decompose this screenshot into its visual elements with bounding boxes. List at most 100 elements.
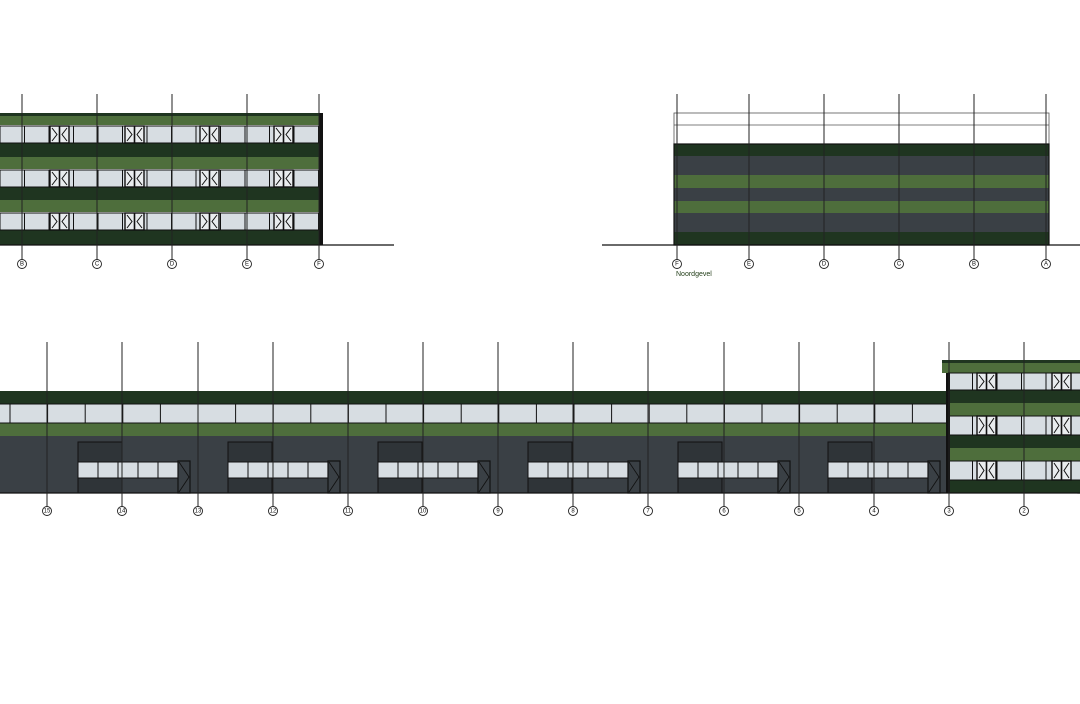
grid-label: B bbox=[972, 261, 976, 267]
door-swing bbox=[126, 171, 133, 186]
grid-bubble bbox=[643, 506, 653, 516]
spandrel-dark bbox=[0, 187, 323, 200]
wall-band-charcoal bbox=[674, 156, 1049, 175]
door-swing bbox=[211, 127, 218, 142]
grid-label: 11 bbox=[345, 508, 352, 514]
door-swing bbox=[126, 127, 133, 142]
window-mullions bbox=[0, 125, 320, 231]
door-swing bbox=[201, 127, 208, 142]
grid-bubble bbox=[568, 506, 578, 516]
door-swing bbox=[136, 127, 143, 142]
spandrel-green bbox=[948, 403, 1080, 416]
grid-label: 9 bbox=[496, 508, 500, 514]
door-swing bbox=[275, 171, 282, 186]
door-swing bbox=[51, 214, 58, 229]
grid-bubble bbox=[944, 506, 954, 516]
grid-label: D bbox=[822, 261, 827, 267]
grid-bubble bbox=[794, 506, 804, 516]
grid-bubble bbox=[343, 506, 353, 516]
door-swing bbox=[978, 374, 985, 389]
window-strip bbox=[0, 213, 323, 230]
grid-bubble bbox=[672, 259, 682, 269]
door-swing bbox=[136, 214, 143, 229]
grid-label: C bbox=[897, 261, 902, 267]
door-swing bbox=[285, 127, 292, 142]
door-swing bbox=[211, 214, 218, 229]
grid-bubble bbox=[894, 259, 904, 269]
door-swing bbox=[178, 461, 190, 493]
grid-label: 7 bbox=[646, 508, 650, 514]
door-swing bbox=[61, 214, 68, 229]
wall-band-green bbox=[674, 175, 1049, 188]
door-swing bbox=[628, 461, 640, 493]
door-swing bbox=[928, 461, 940, 493]
grid-label: 5 bbox=[797, 508, 801, 514]
grid-bubble bbox=[167, 259, 177, 269]
entrance-door bbox=[477, 460, 491, 494]
grid-label: C bbox=[95, 261, 100, 267]
clerestory-window-strip bbox=[0, 404, 948, 423]
spandrel-green bbox=[0, 157, 323, 169]
wall-band-dark bbox=[674, 232, 1049, 245]
plinth bbox=[0, 230, 323, 245]
door-swing bbox=[1063, 462, 1070, 479]
plinth bbox=[948, 480, 1080, 493]
grid-bubble bbox=[117, 506, 127, 516]
grid-label: 15 bbox=[44, 508, 51, 514]
grid-label: 14 bbox=[119, 508, 126, 514]
building-edge bbox=[319, 113, 323, 245]
door-swing bbox=[978, 417, 985, 434]
grid-label: B bbox=[20, 261, 24, 267]
grid-label: 8 bbox=[571, 508, 575, 514]
grid-bubble bbox=[819, 259, 829, 269]
window-band bbox=[827, 461, 929, 479]
roof-fascia bbox=[0, 391, 948, 404]
grid-label: 13 bbox=[195, 508, 202, 514]
grid-bubble bbox=[418, 506, 428, 516]
door-swing bbox=[1053, 374, 1060, 389]
entrance-door bbox=[777, 460, 791, 494]
grid-label: F bbox=[317, 261, 321, 267]
grid-bubble bbox=[42, 506, 52, 516]
entrance-door bbox=[627, 460, 641, 494]
door-swing bbox=[1063, 374, 1070, 389]
door-swing bbox=[1053, 462, 1060, 479]
elevation-top-left: B C D E F bbox=[0, 94, 394, 269]
elevation-caption: Noordgevel bbox=[676, 271, 712, 278]
wall-band-dark bbox=[674, 144, 1049, 156]
door-swing bbox=[201, 214, 208, 229]
grid-bubble bbox=[719, 506, 729, 516]
spandrel-green bbox=[0, 200, 323, 212]
door-swing bbox=[61, 171, 68, 186]
grid-bubble bbox=[869, 506, 879, 516]
grid-label: 4 bbox=[872, 508, 876, 514]
door-swing bbox=[211, 171, 218, 186]
grid-bubble bbox=[744, 259, 754, 269]
door-swing bbox=[1053, 417, 1060, 434]
grid-label: D bbox=[170, 261, 175, 267]
door-swing bbox=[988, 462, 995, 479]
window-band bbox=[677, 461, 779, 479]
grid-bubble bbox=[242, 259, 252, 269]
entrance-door bbox=[327, 460, 341, 494]
door-swing bbox=[285, 214, 292, 229]
grid-label: F bbox=[675, 261, 679, 267]
spandrel-dark bbox=[948, 390, 1080, 403]
wall-band-charcoal bbox=[674, 213, 1049, 232]
door-swing bbox=[51, 127, 58, 142]
roof-band bbox=[942, 360, 1080, 373]
spandrel-dark bbox=[948, 435, 1080, 448]
window-band bbox=[377, 461, 479, 479]
grid-bubble bbox=[17, 259, 27, 269]
grid-axes: B C D E F bbox=[17, 94, 324, 269]
door-swing bbox=[201, 171, 208, 186]
window-band bbox=[77, 461, 179, 479]
grid-bubble bbox=[1019, 506, 1029, 516]
door-swing bbox=[778, 461, 790, 493]
wall-band-charcoal bbox=[674, 188, 1049, 201]
grid-label: E bbox=[245, 261, 249, 267]
spandrel-green bbox=[948, 448, 1080, 461]
door-swing bbox=[988, 417, 995, 434]
